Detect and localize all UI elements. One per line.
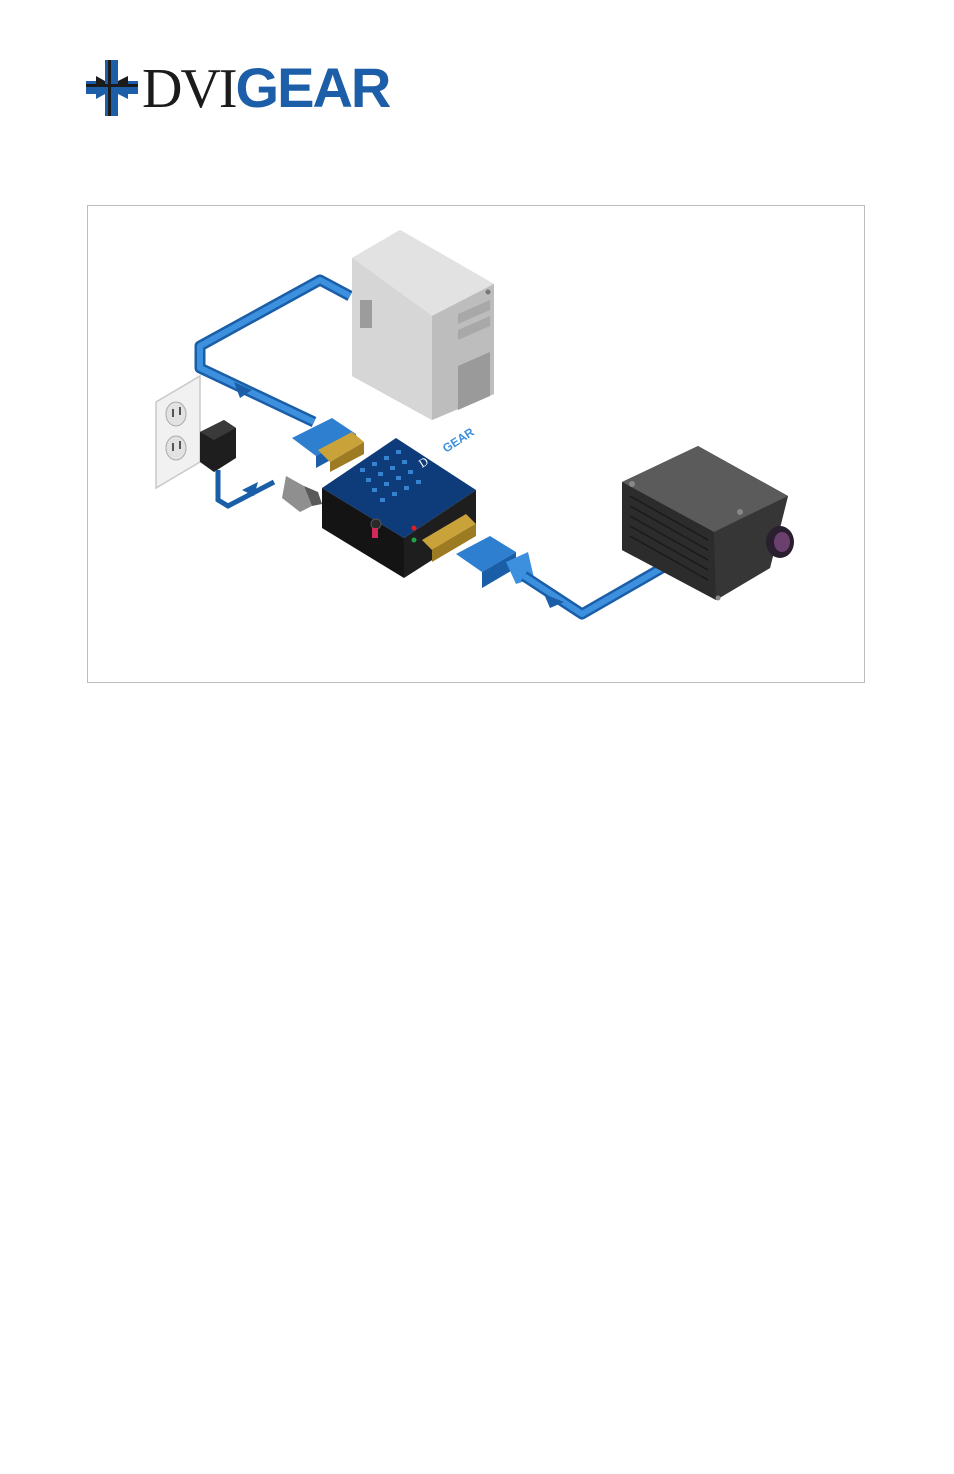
- logo-dvi-text: DVI: [142, 58, 236, 120]
- connection-diagram-figure: DVI GEAR: [87, 205, 865, 683]
- box-logo-gear-text: GEAR: [440, 425, 477, 456]
- dvigear-logo: DVIGEAR: [86, 58, 420, 118]
- dvi-connector-icon: [292, 418, 364, 472]
- wall-outlet-icon: [156, 376, 200, 488]
- logo-wordmark: DVIGEAR: [142, 60, 389, 117]
- connection-illustration: DVI GEAR: [88, 206, 864, 682]
- computer-tower-icon: [352, 230, 494, 420]
- plus-cross-mark-icon: [86, 58, 138, 118]
- logo-gear-text: GEAR: [236, 56, 390, 119]
